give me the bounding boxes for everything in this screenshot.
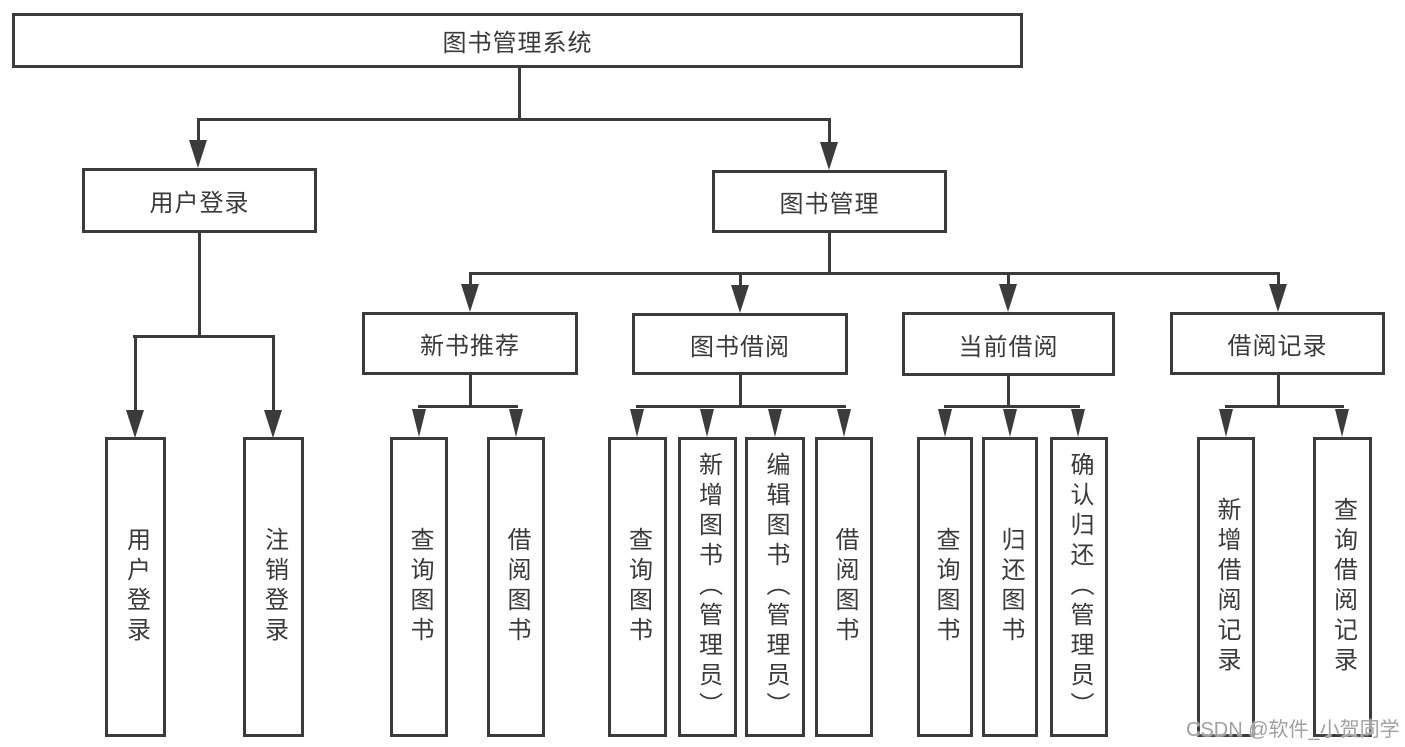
arrowhead-book-mgmt (820, 142, 838, 170)
arrowhead-br-query (1335, 409, 1349, 437)
connector-nbr-stem (469, 375, 472, 408)
leaf-cb-query-books-label: 查询图书 (932, 527, 959, 647)
node-library-system: 图书管理系统 (12, 13, 1023, 68)
arrowhead-current-borrow (999, 284, 1017, 312)
connector-to-book-borrow (739, 272, 742, 287)
csdn-watermark: CSDN @软件_小贺同学 (1186, 719, 1400, 741)
arrowhead-bb-edit (768, 409, 782, 437)
connector-level3-rail (469, 272, 1280, 275)
leaf-bb-borrow-books: 借阅图书 (815, 437, 873, 737)
arrowhead-nbr-borrow (509, 409, 523, 437)
connector-level2-rail (197, 118, 831, 121)
arrowhead-cb-return (1003, 409, 1017, 437)
leaf-bb-edit-books-admin-label: 编辑图书（管理员） (762, 452, 789, 722)
arrowhead-cb-confirm (1071, 409, 1085, 437)
connector-to-current-borrow (1007, 272, 1010, 287)
node-new-book-recommend: 新书推荐 (362, 312, 578, 375)
leaf-nbr-borrow-books: 借阅图书 (487, 437, 545, 737)
node-book-management: 图书管理 (712, 170, 947, 233)
leaf-bb-add-books-admin-label: 新增图书（管理员） (694, 452, 722, 722)
leaf-br-add-record-label: 新增借阅记录 (1213, 497, 1240, 677)
arrowhead-leaf-user-login (126, 410, 144, 438)
leaf-cb-return-books: 归还图书 (982, 437, 1038, 737)
connector-bb-rail (636, 405, 846, 408)
arrowhead-user-login (189, 140, 207, 168)
connector-to-leaf-logout (272, 335, 275, 412)
arrowhead-book-borrow (731, 285, 749, 313)
leaf-bb-add-books-admin: 新增图书（管理员） (678, 437, 737, 737)
leaf-bb-query-books-label: 查询图书 (624, 527, 652, 647)
leaf-br-query-record: 查询借阅记录 (1313, 437, 1372, 737)
leaf-nbr-query-books-label: 查询图书 (406, 527, 433, 647)
connector-to-user-login (197, 118, 200, 143)
arrowhead-bb-borrow (837, 409, 851, 437)
arrowhead-cb-query (938, 409, 952, 437)
arrowhead-nbr-query (412, 409, 426, 437)
arrowhead-bb-query (630, 409, 644, 437)
leaf-bb-query-books: 查询图书 (608, 437, 667, 737)
leaf-logout-label: 注销登录 (260, 527, 288, 647)
connector-user-login-stem (198, 233, 201, 338)
node-current-borrowing: 当前借阅 (902, 312, 1115, 376)
node-book-borrowing: 图书借阅 (632, 313, 848, 375)
leaf-user-login-label: 用户登录 (122, 527, 150, 647)
node-borrowing-records: 借阅记录 (1170, 312, 1385, 375)
connector-user-login-rail (133, 335, 275, 338)
connector-nbr-rail (418, 405, 518, 408)
leaf-br-add-record: 新增借阅记录 (1197, 437, 1255, 737)
connector-bb-stem (739, 375, 742, 408)
connector-to-borrow-records (1277, 272, 1280, 287)
leaf-bb-edit-books-admin: 编辑图书（管理员） (745, 437, 805, 737)
connector-to-leaf-user-login (134, 335, 137, 412)
connector-br-stem (1277, 375, 1280, 408)
connector-to-book-mgmt (828, 118, 831, 145)
arrowhead-new-book-rec (461, 284, 479, 312)
connector-cb-stem (1007, 376, 1010, 408)
leaf-cb-confirm-return-admin: 确认归还（管理员） (1050, 437, 1108, 737)
node-user-login: 用户登录 (82, 168, 317, 233)
leaf-user-login: 用户登录 (105, 437, 166, 737)
connector-to-new-book-rec (469, 272, 472, 287)
leaf-nbr-borrow-books-label: 借阅图书 (503, 527, 530, 647)
connector-book-mgmt-stem (828, 233, 831, 275)
arrowhead-bb-add (700, 409, 714, 437)
leaf-cb-return-books-label: 归还图书 (997, 527, 1024, 647)
arrowhead-br-add (1219, 409, 1233, 437)
leaf-br-query-record-label: 查询借阅记录 (1329, 497, 1357, 677)
leaf-cb-confirm-return-admin-label: 确认归还（管理员） (1066, 452, 1093, 722)
connector-cb-rail (944, 405, 1080, 408)
arrowhead-leaf-logout (264, 410, 282, 438)
leaf-cb-query-books: 查询图书 (917, 437, 973, 737)
arrowhead-borrow-records (1269, 284, 1287, 312)
leaf-bb-borrow-books-label: 借阅图书 (831, 527, 858, 647)
connector-br-rail (1225, 405, 1344, 408)
leaf-logout: 注销登录 (243, 437, 304, 737)
connector-root-stem (518, 68, 521, 121)
leaf-nbr-query-books: 查询图书 (390, 437, 448, 737)
